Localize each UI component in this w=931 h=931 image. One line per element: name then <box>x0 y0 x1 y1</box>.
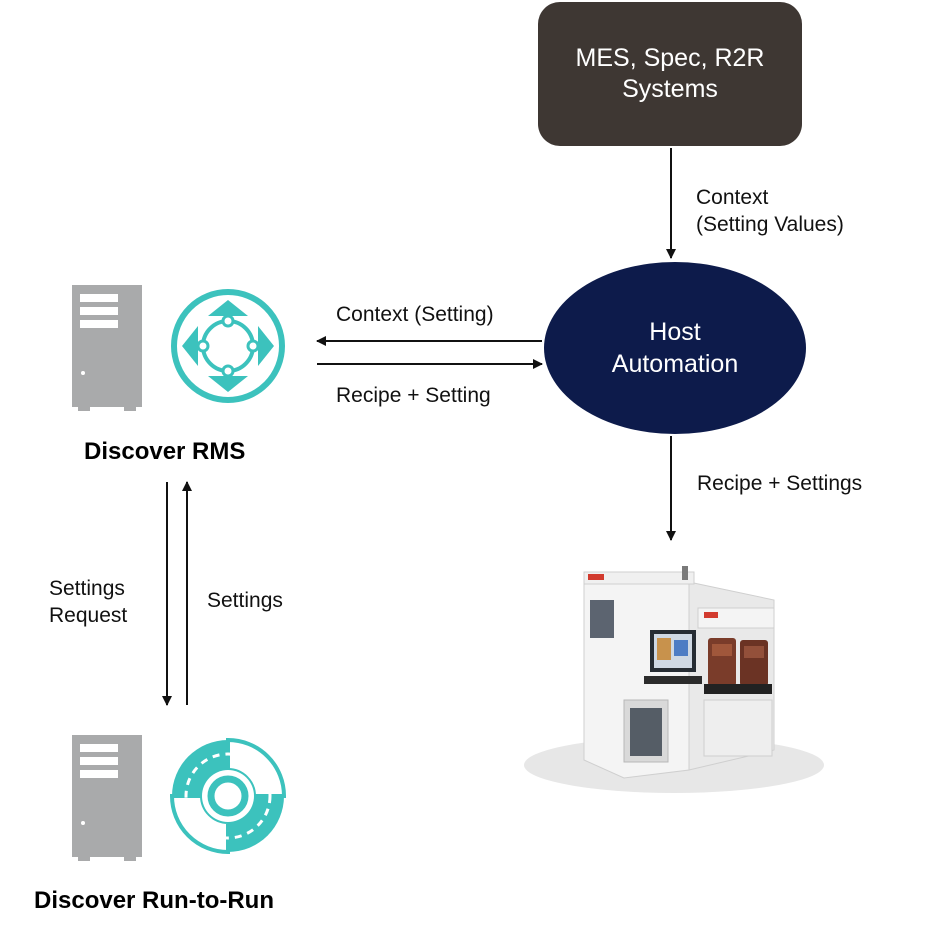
server-icon <box>72 735 142 861</box>
run-to-run-logo-icon <box>170 738 286 854</box>
host-automation-node: Host Automation <box>544 262 806 434</box>
r2r-node-label: Discover Run-to-Run <box>34 887 274 914</box>
label-settings: Settings <box>207 589 283 612</box>
mes-node-label: MES, Spec, R2R Systems <box>575 44 765 103</box>
mes-spec-r2r-node: MES, Spec, R2R Systems <box>538 2 802 146</box>
label-recipe-settings: Recipe + Settings <box>697 472 863 495</box>
rms-node-label: Discover RMS <box>84 438 246 465</box>
label-recipe-setting: Recipe + Setting <box>336 384 491 407</box>
label-context-setting: Context (Setting) <box>336 303 494 326</box>
label-settings-request: Settings Request <box>49 577 128 627</box>
host-node-label: Host Automation <box>611 318 739 378</box>
server-icon <box>72 285 142 411</box>
equipment-machine-icon <box>524 566 824 793</box>
rms-logo-icon <box>171 289 285 403</box>
label-context-setting-values: Context (Setting Values) <box>696 186 844 236</box>
